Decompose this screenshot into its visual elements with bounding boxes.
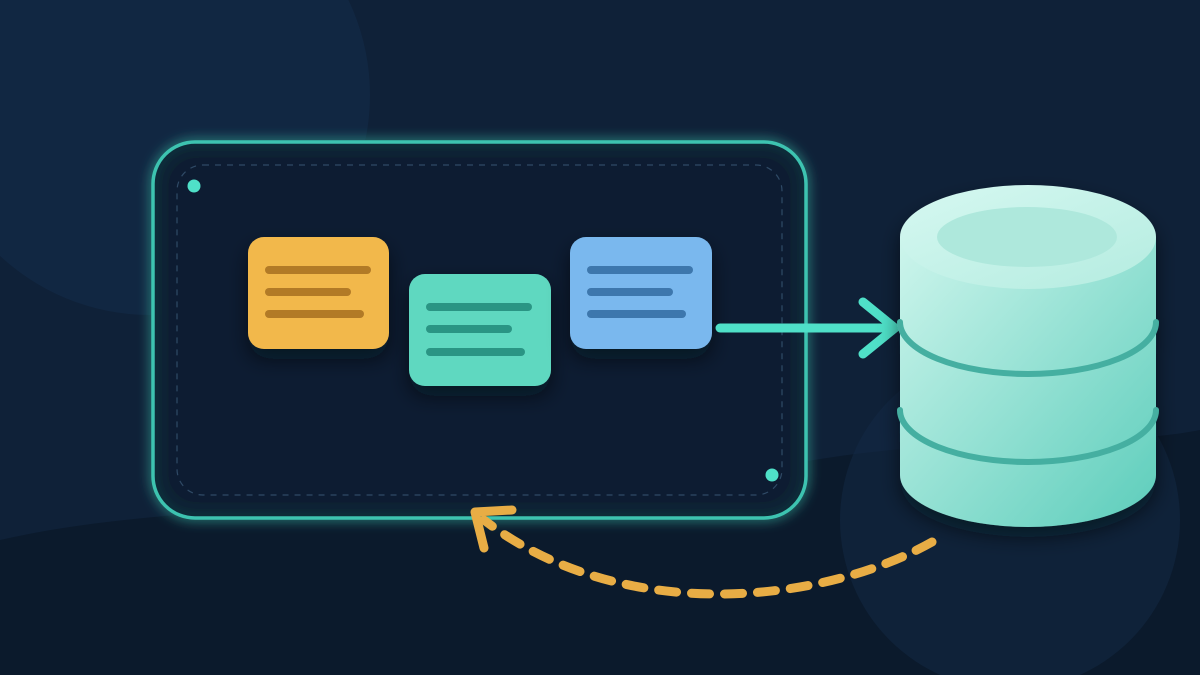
return-arrow-head [470, 505, 517, 553]
arrow-right-icon [715, 297, 900, 359]
database-band-upper [897, 319, 1159, 377]
document-card-yellow [248, 237, 389, 349]
database-icon [897, 185, 1159, 527]
database-band-lower [897, 407, 1159, 465]
arrow-head [858, 297, 900, 359]
return-arrow-path [479, 515, 937, 599]
container-dot-top-left [187, 179, 201, 193]
document-card-teal [409, 274, 551, 386]
document-card-blue [570, 237, 712, 349]
curved-dashed-arrow-icon [470, 505, 937, 599]
database-top-inner [937, 207, 1117, 267]
container-dot-bottom-right [765, 468, 779, 482]
